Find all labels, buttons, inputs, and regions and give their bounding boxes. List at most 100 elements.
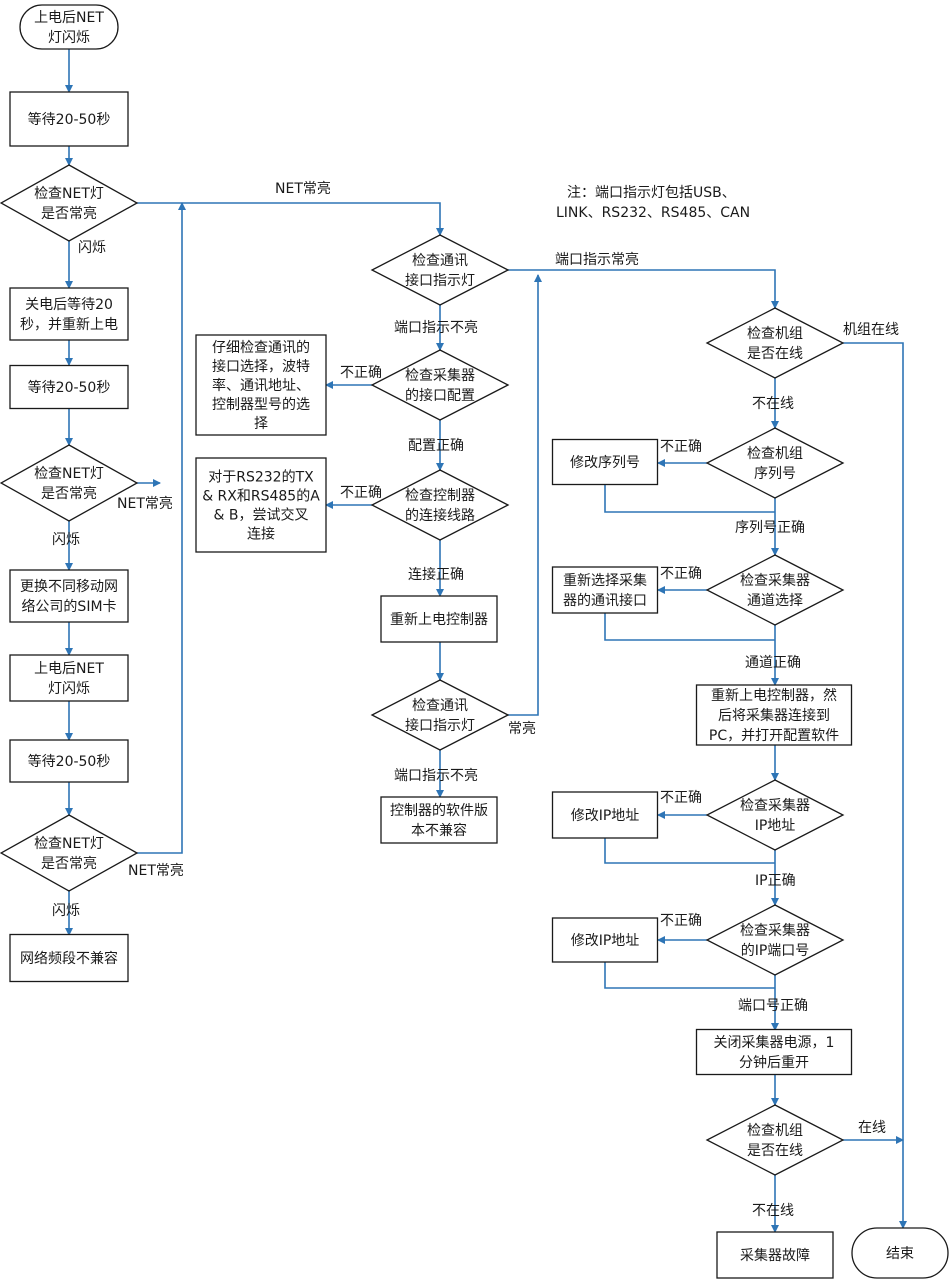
process-box <box>9 739 129 783</box>
node-label: 络公司的SIM卡 <box>21 599 116 615</box>
node-label: 检查机组 <box>747 326 803 342</box>
decision-diamond <box>705 427 845 499</box>
node-label: 修改序列号 <box>570 455 640 471</box>
node-label: 检查NET灯 <box>34 466 104 482</box>
decision-diamond <box>705 904 845 976</box>
process-box <box>9 91 129 147</box>
node-label: 择 <box>254 416 268 432</box>
node-label: 的连接线路 <box>405 507 475 524</box>
node-label: 检查NET灯 <box>34 186 104 202</box>
decision-diamond <box>705 779 845 851</box>
process-box <box>195 334 327 436</box>
edge-label-net-on1: NET常亮 <box>275 180 331 197</box>
edge-label-config-ok: 配置正确 <box>408 438 464 454</box>
node-fix-ip1: 修改IP地址 <box>551 791 659 839</box>
process-box <box>9 569 129 623</box>
node-label: PC，并打开配置软件 <box>709 727 839 744</box>
node-label: 重新上电控制器 <box>390 612 488 628</box>
node-label: 等待20-50秒 <box>28 379 111 396</box>
node-label: 检查NET灯 <box>34 836 104 852</box>
edge-label-online2: 在线 <box>858 1120 886 1136</box>
node-label: 是否在线 <box>747 1143 803 1159</box>
node-label: IP地址 <box>755 818 796 834</box>
node-label: 器的通讯接口 <box>563 592 647 609</box>
node-fix-serial: 修改序列号 <box>551 438 659 486</box>
node-label: 接口选择，波特 <box>212 358 310 375</box>
node-label: 对于RS232的TX <box>208 470 314 486</box>
decision-diamond <box>370 679 510 751</box>
edge-label-net-on3: NET常亮 <box>128 862 184 879</box>
node-label: 修改IP地址 <box>571 933 640 949</box>
node-label: 是否常亮 <box>41 485 97 502</box>
node-label: 仔细检查通讯的 <box>212 340 310 356</box>
edge-label-channel-wrong: 不正确 <box>660 566 702 582</box>
node-label: & RX和RS485的A <box>202 489 320 505</box>
edge-label-port-wrong: 不正确 <box>660 913 702 929</box>
node-label: 灯闪烁 <box>48 30 90 46</box>
node-label: 检查采集器 <box>405 367 475 384</box>
decision-diamond <box>370 349 510 421</box>
node-label: 分钟后重开 <box>739 1054 809 1071</box>
process-box <box>9 364 129 410</box>
process-box <box>551 917 659 963</box>
node-label: 检查控制器 <box>405 488 475 504</box>
node-wait3: 等待20-50秒 <box>9 739 129 783</box>
node-label: 后将采集器连接到 <box>718 707 830 724</box>
node-label: 是否常亮 <box>41 855 97 872</box>
note-line-2: LINK、RS232、RS485、CAN <box>556 205 750 221</box>
node-label: 重新选择采集 <box>563 572 647 589</box>
process-box <box>9 654 129 702</box>
node-label: 连接 <box>247 526 275 543</box>
edge-label-channel-ok: 通道正确 <box>745 655 801 671</box>
node-label: 是否在线 <box>747 346 803 362</box>
process-box <box>195 457 327 553</box>
node-fix-ip2: 修改IP地址 <box>551 917 659 963</box>
edge-label-port-off1: 端口指示不亮 <box>394 319 478 336</box>
node-label: 上电后NET <box>34 10 104 26</box>
node-label: 秒，并重新上电 <box>20 317 118 333</box>
note-line-1: 注：端口指示灯包括USB、 <box>567 185 736 201</box>
node-label: 的接口配置 <box>405 387 475 404</box>
terminal-shape <box>19 4 119 50</box>
node-label: 检查机组 <box>747 446 803 462</box>
edge-label-ip-ok: IP正确 <box>755 873 796 889</box>
node-label: 结束 <box>886 1246 914 1262</box>
process-box <box>716 1231 834 1279</box>
process-box <box>695 684 853 746</box>
node-collector-fault: 采集器故障 <box>716 1231 834 1279</box>
node-repower-controller: 重新上电控制器 <box>380 595 498 643</box>
connector-arrow <box>137 202 444 236</box>
process-box <box>9 287 129 341</box>
decision-diamond <box>705 307 845 379</box>
process-box <box>551 791 659 839</box>
node-end: 结束 <box>851 1227 949 1279</box>
node-label: 检查机组 <box>747 1123 803 1139</box>
edge-label-wiring-ok: 连接正确 <box>408 566 464 583</box>
node-label: 检查采集器 <box>740 922 810 939</box>
edge-label-config-wrong: 不正确 <box>340 365 382 381</box>
decision-diamond <box>705 554 845 626</box>
edge-label-blink3: 闪烁 <box>52 903 80 919</box>
process-box <box>380 796 498 844</box>
connector-arrow <box>604 613 775 641</box>
node-label: 更换不同移动网 <box>20 578 118 595</box>
node-label: 通道选择 <box>747 593 803 609</box>
node-label: 关闭采集器电源，1 <box>714 1034 835 1051</box>
edge-label-wiring-wrong: 不正确 <box>340 485 382 501</box>
process-box <box>9 933 129 983</box>
